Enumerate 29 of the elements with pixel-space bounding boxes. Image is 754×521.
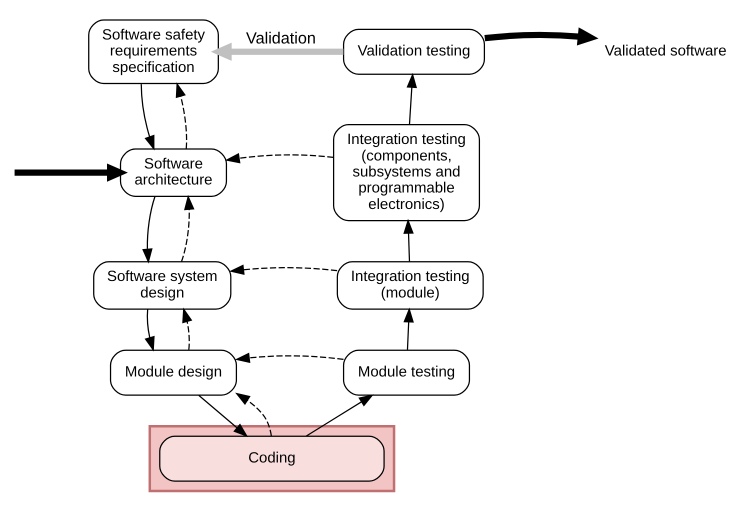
arrow xyxy=(406,72,418,124)
arrow xyxy=(140,84,154,150)
arrow xyxy=(144,309,155,352)
arrow xyxy=(234,352,344,364)
arrow xyxy=(14,164,128,182)
node-box: Software system design xyxy=(93,261,232,310)
node-box: Software architecture xyxy=(120,148,228,197)
node-box: Validation testing xyxy=(342,28,486,75)
node-box: Integration testing (module) xyxy=(336,261,484,310)
arrow xyxy=(403,308,414,350)
arrow xyxy=(142,196,156,264)
arrow xyxy=(224,153,334,164)
arrow xyxy=(235,392,272,436)
arrow xyxy=(403,218,414,262)
arrow xyxy=(176,82,188,149)
cluster xyxy=(148,425,396,492)
node-box: Integration testing (components, subsystems and programmable electronics) xyxy=(332,124,480,222)
arrow xyxy=(180,194,194,262)
node-box: Coding xyxy=(159,436,385,482)
node-box: Module design xyxy=(110,350,238,396)
arrow xyxy=(210,42,344,61)
node-box: Software safety requirements specification xyxy=(88,19,219,84)
edge-label: Validation xyxy=(246,30,316,48)
arrow xyxy=(182,308,192,350)
arrow xyxy=(198,394,248,438)
node-box: Module testing xyxy=(342,350,470,396)
node-text: Validated software xyxy=(604,42,727,60)
arrow xyxy=(484,27,599,46)
arrow xyxy=(229,264,338,275)
